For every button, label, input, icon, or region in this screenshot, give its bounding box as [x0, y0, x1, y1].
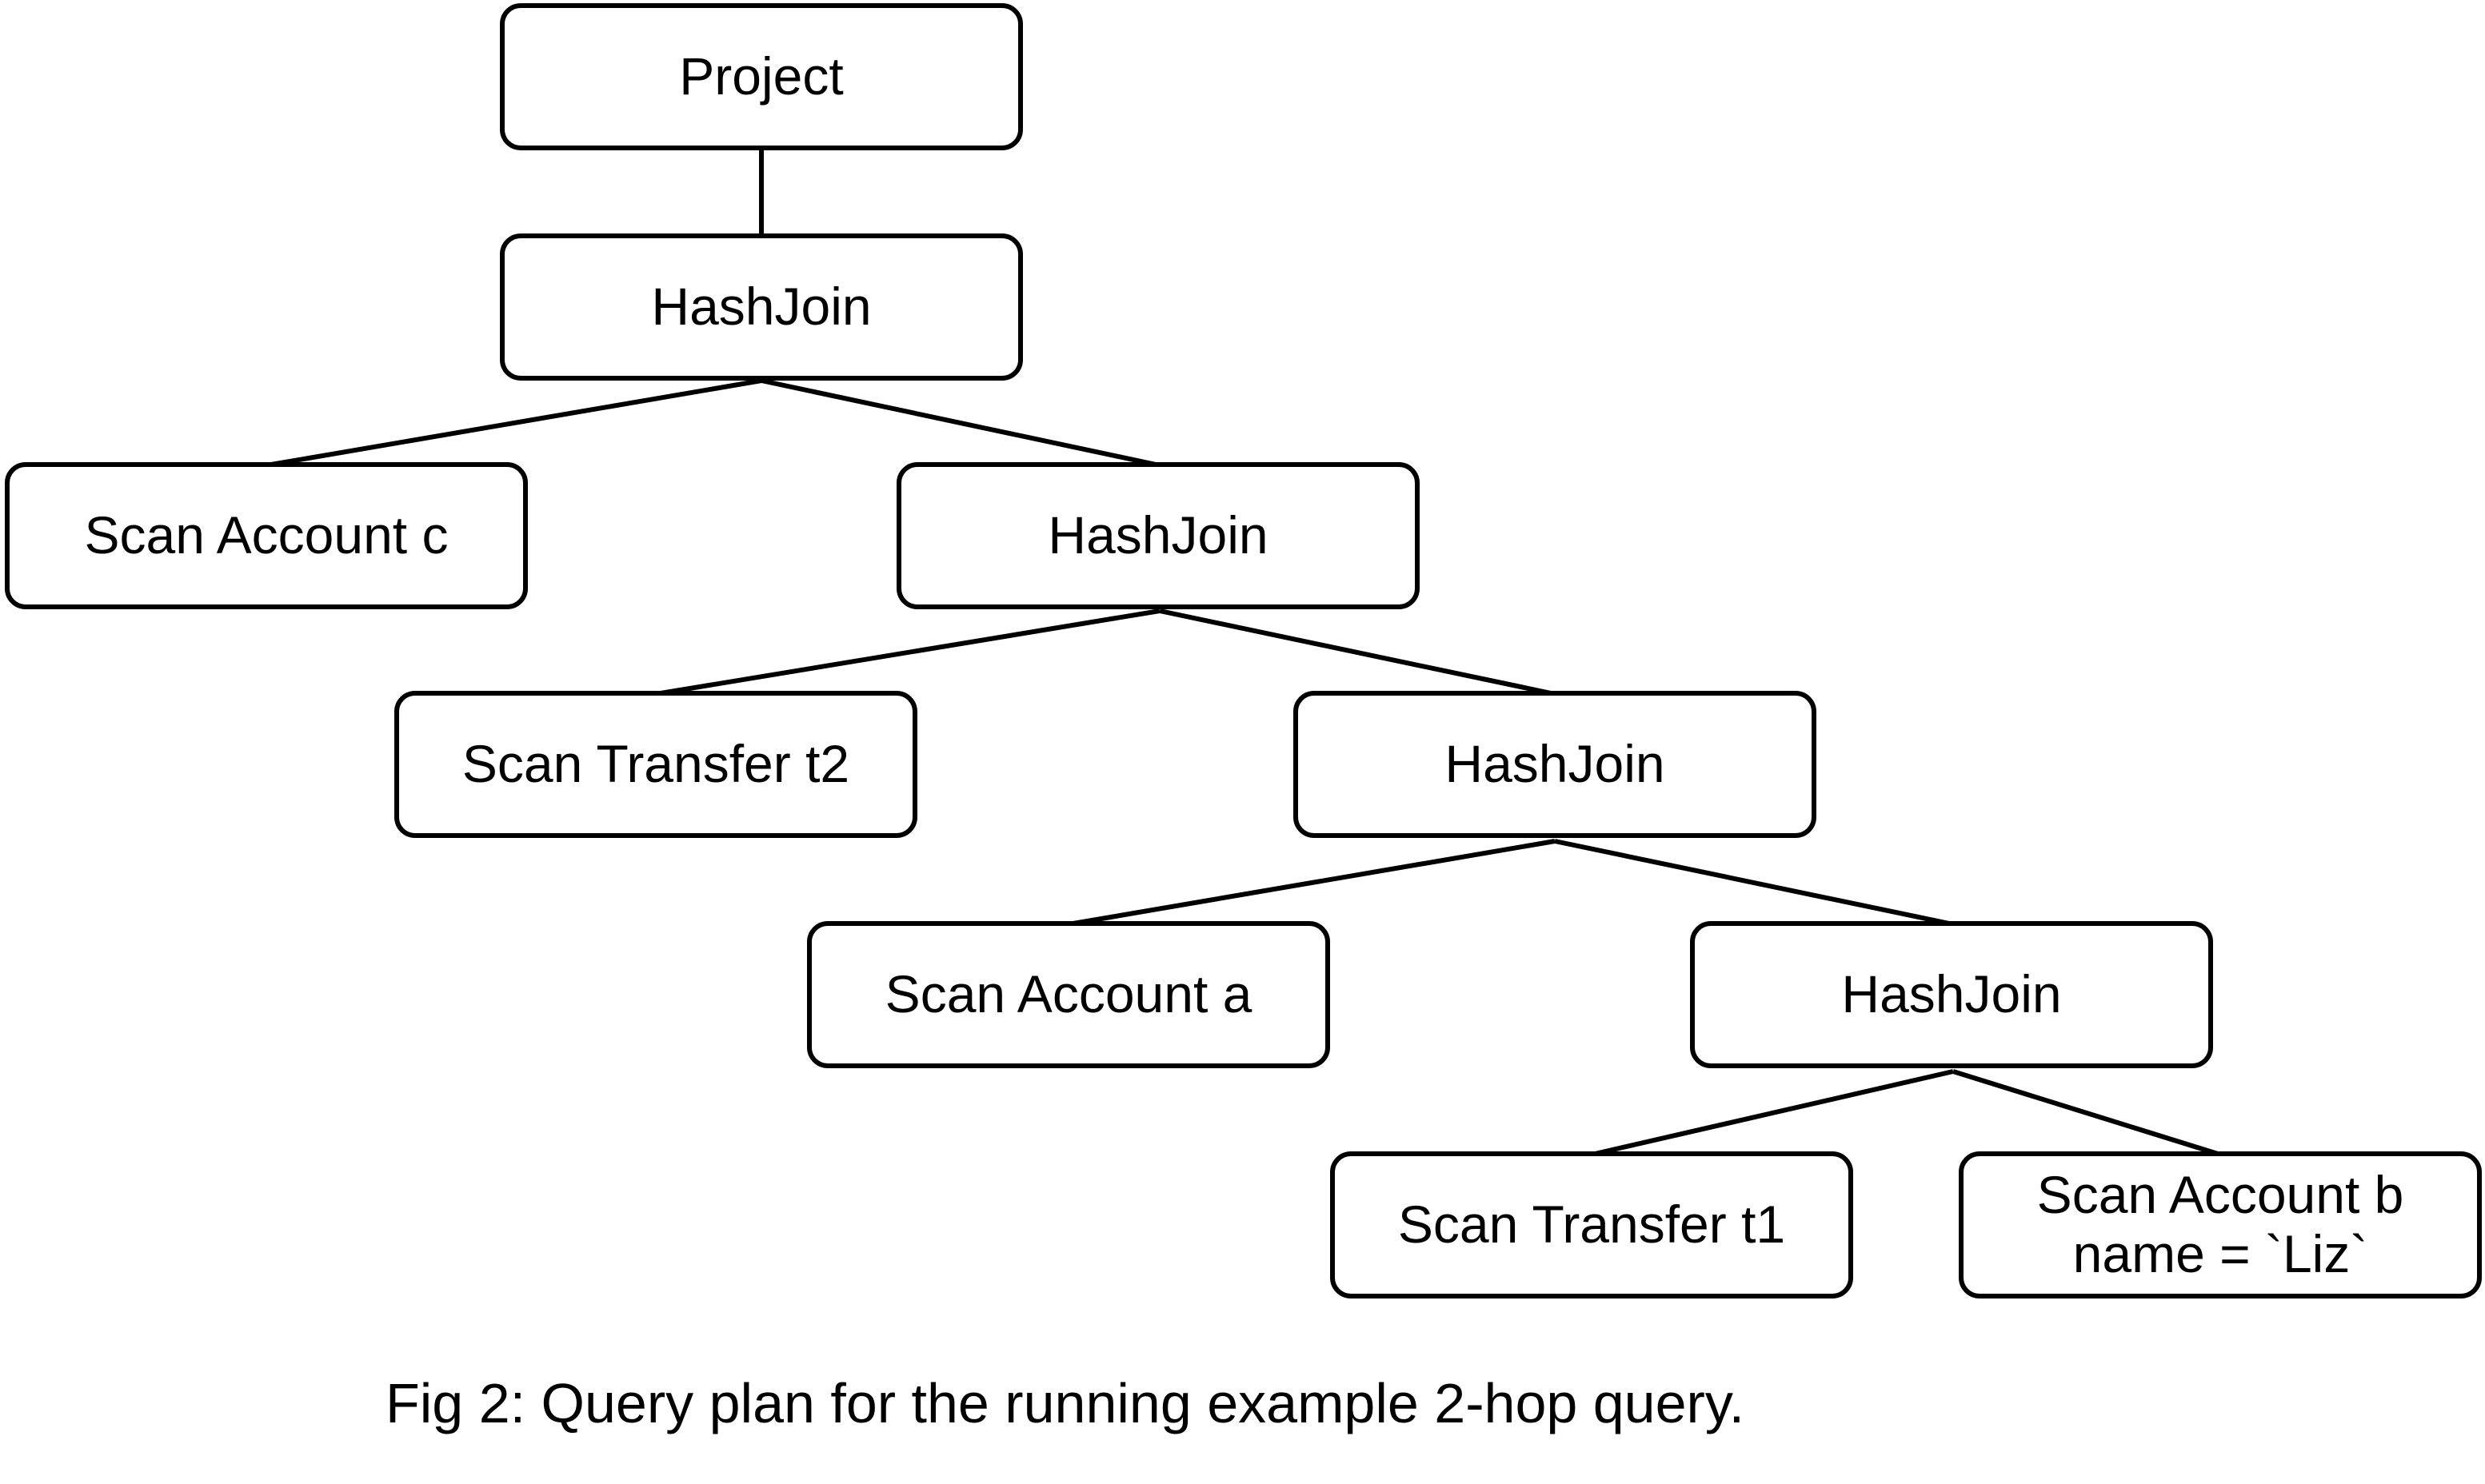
- node-label: Scan Account a: [885, 964, 1252, 1024]
- node-label: Scan Transfer t1: [1397, 1195, 1786, 1255]
- node-label: HashJoin: [1841, 964, 2062, 1024]
- node-label-line2: name = `Liz`: [2072, 1224, 2368, 1283]
- node-label: HashJoin: [1444, 734, 1665, 794]
- node-label: HashJoin: [651, 277, 872, 337]
- edge-hashjoin-1-hashjoin-2: [761, 378, 1161, 468]
- node-scan-account-b: Scan Account b name = `Liz`: [1959, 1151, 2482, 1298]
- edge-hashjoin-2-hashjoin-3: [1159, 608, 1556, 696]
- node-hashjoin-4: HashJoin: [1690, 921, 2213, 1068]
- edge-hashjoin-1-scan-account-c: [266, 378, 762, 468]
- node-label: Scan Account c: [84, 505, 449, 565]
- node-label-line1: Scan Account b: [2036, 1165, 2404, 1225]
- node-label: Project: [679, 46, 844, 106]
- node-hashjoin-1: HashJoin: [500, 233, 1023, 381]
- edge-hashjoin-3-hashjoin-4: [1554, 839, 1954, 927]
- node-project: Project: [500, 3, 1023, 150]
- node-scan-transfer-t2: Scan Transfer t2: [394, 691, 917, 838]
- edge-hashjoin-4-scan-transfer-t1: [1591, 1069, 1954, 1157]
- figure-caption: Fig 2: Query plan for the running exampl…: [386, 1372, 1745, 1434]
- edge-hashjoin-4-scan-account-b: [1952, 1069, 2221, 1157]
- node-label: Scan Transfer t2: [461, 734, 850, 794]
- node-scan-account-c: Scan Account c: [5, 462, 528, 609]
- edge-hashjoin-3-scan-account-a: [1068, 839, 1556, 927]
- node-hashjoin-2: HashJoin: [897, 462, 1420, 609]
- node-hashjoin-3: HashJoin: [1293, 691, 1816, 838]
- node-scan-transfer-t1: Scan Transfer t1: [1330, 1151, 1853, 1298]
- node-label: HashJoin: [1048, 505, 1268, 565]
- edge-hashjoin-2-scan-transfer-t2: [655, 608, 1161, 696]
- node-scan-account-a: Scan Account a: [807, 921, 1330, 1068]
